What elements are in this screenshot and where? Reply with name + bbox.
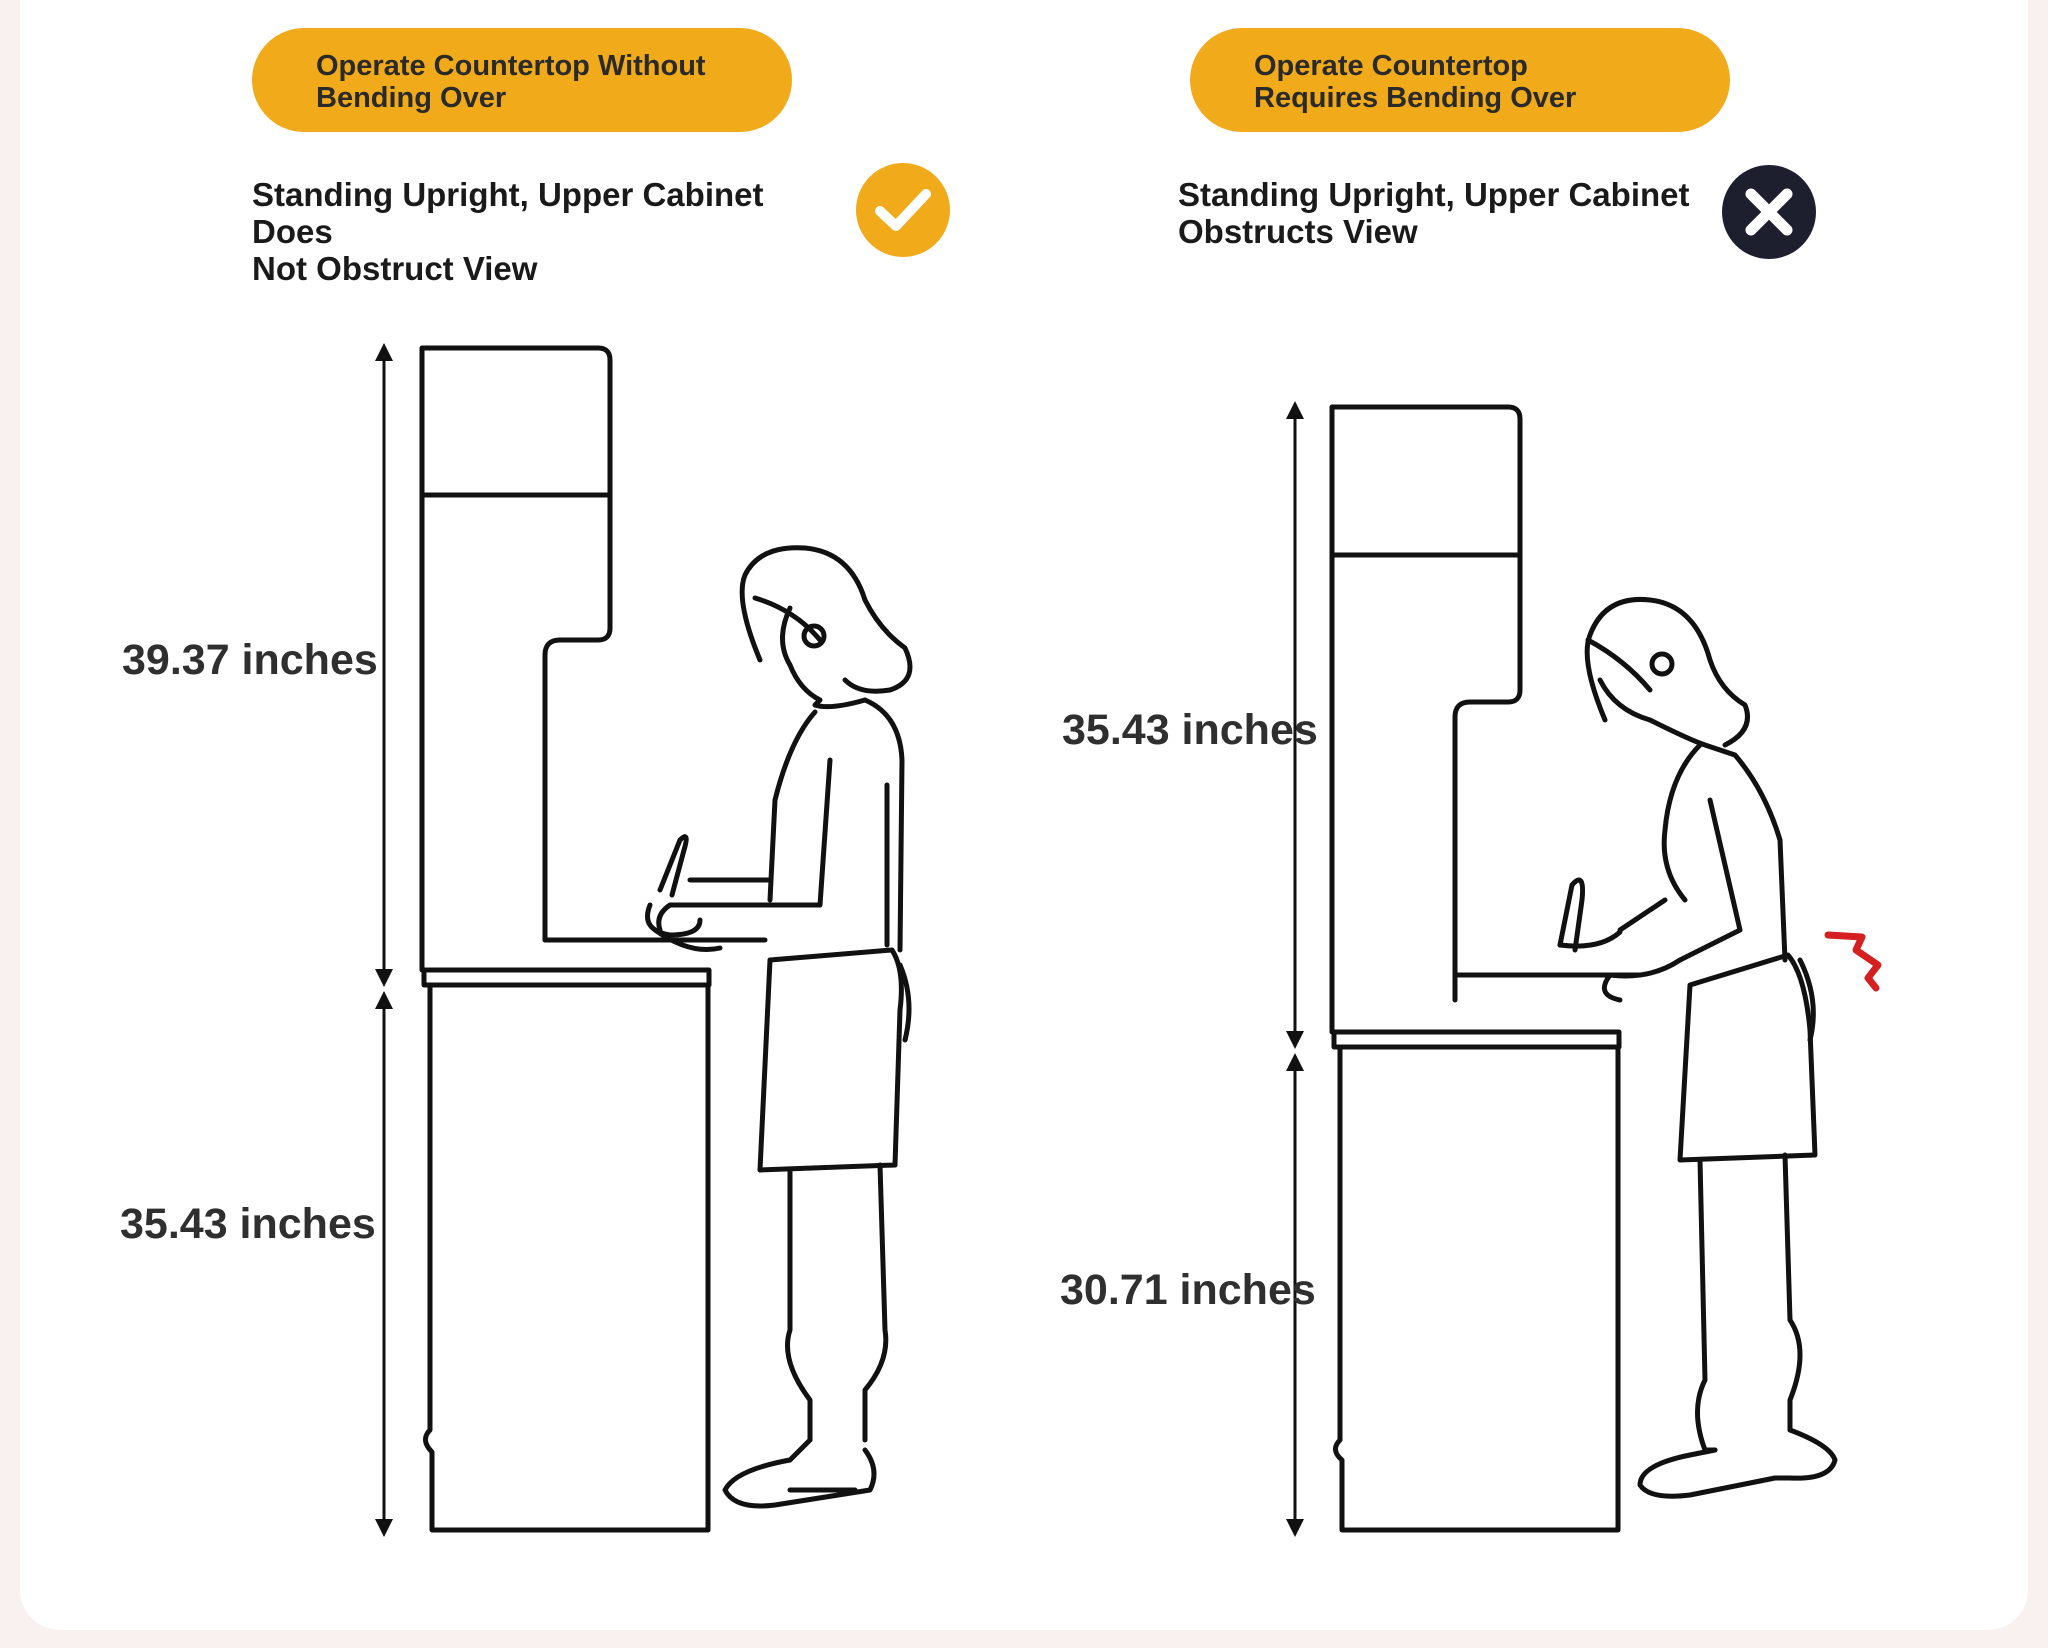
- bad-posture-caption: Standing Upright, Upper Cabinet Obstruct…: [1178, 176, 1690, 250]
- cross-icon: [1722, 165, 1816, 259]
- right-counter-height-label: 30.71 inches: [1060, 1266, 1316, 1314]
- right-upper-height-label: 35.43 inches: [1062, 706, 1318, 754]
- left-counter-height-label: 35.43 inches: [120, 1200, 376, 1248]
- good-posture-caption: Standing Upright, Upper Cabinet Does Not…: [252, 176, 764, 287]
- upright-person-figure: [645, 545, 913, 1509]
- bending-person-figure: [1557, 596, 1838, 1499]
- infographic-card: [20, 0, 2028, 1630]
- right-cabinet-drawing: [1329, 404, 1643, 1533]
- check-icon: [856, 163, 950, 257]
- left-upper-height-label: 39.37 inches: [122, 636, 378, 684]
- bad-posture-banner: Operate Countertop Requires Bending Over: [1190, 28, 1730, 132]
- good-posture-banner: Operate Countertop Without Bending Over: [252, 28, 792, 132]
- back-strain-mark: [1824, 931, 1882, 992]
- left-cabinet-drawing: [419, 345, 768, 1533]
